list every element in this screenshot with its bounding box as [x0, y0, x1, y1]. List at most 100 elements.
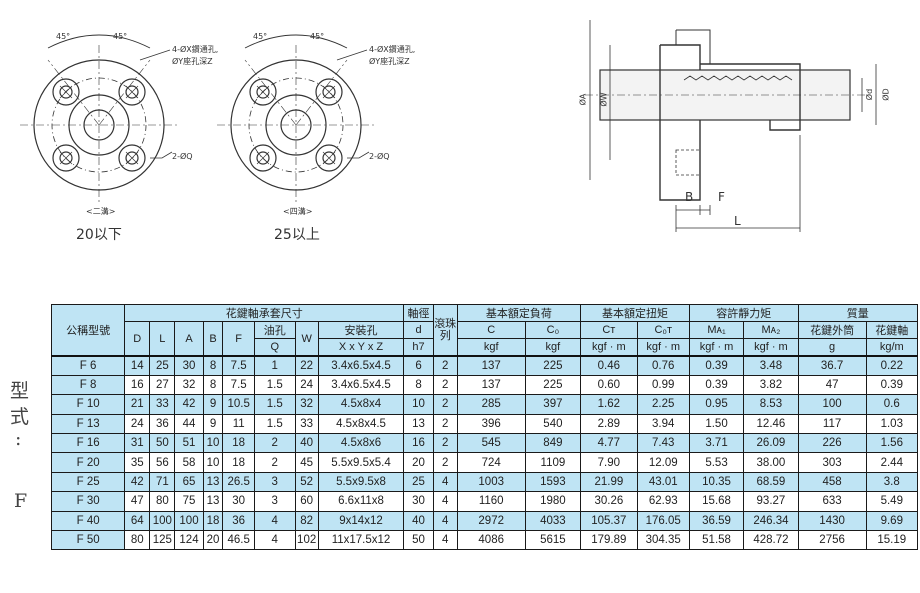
cell-shaft: 1.03: [865, 413, 919, 435]
cell-q: 1: [253, 355, 296, 376]
cell-shaft: 0.39: [865, 374, 919, 396]
cell-shaft: 1.56: [865, 433, 919, 454]
cell-shaft: 3.8: [865, 471, 919, 493]
col-F: F: [222, 321, 255, 357]
cell-q: 1.5: [253, 413, 296, 435]
cell-a: 75: [174, 491, 204, 512]
cell-ma2: 3.82: [743, 374, 799, 396]
cell-d: 40: [403, 510, 434, 532]
cell-xyz: 4.5x8x6: [317, 433, 405, 454]
cell-b: 13: [202, 491, 224, 512]
cell-ct: 1.62: [580, 394, 638, 415]
dim-b-label: B: [685, 190, 694, 204]
cell-ct: 0.46: [580, 355, 638, 376]
cell-c0: 1980: [524, 491, 582, 512]
cell-ma1: 15.68: [688, 491, 745, 512]
groove-tag-left: <二溝>: [86, 207, 116, 216]
dim-w-label: ØW: [599, 92, 609, 107]
unit-MA2: kgf · m: [743, 338, 799, 357]
type-label-char-1: 型: [10, 380, 30, 402]
angle-label-left-b: 45°: [113, 32, 128, 41]
cell-b: 8: [202, 355, 224, 376]
cell-ma2: 68.59: [743, 471, 799, 493]
cell-f: 18: [222, 433, 255, 454]
cell-n: 2: [432, 394, 458, 415]
cell-a: 32: [174, 374, 204, 396]
cell-model: F 25: [50, 471, 126, 493]
cell-b: 10: [202, 433, 224, 454]
cell-d: 25: [403, 471, 434, 493]
col-group-torque: 基本額定扭矩: [580, 304, 690, 322]
cell-d: 10: [403, 394, 434, 415]
unit-C0: kgf: [524, 338, 582, 357]
col-MA2: Mᴀ₂: [743, 321, 799, 339]
col-group-mass: 質量: [797, 304, 919, 322]
cell-w: 60: [294, 491, 319, 512]
col-group-shaft: 軸徑: [403, 304, 434, 322]
cell-b: 8: [202, 374, 224, 396]
cell-ct: 21.99: [580, 471, 638, 493]
cell-f: 11: [222, 413, 255, 435]
cell-d: 14: [124, 355, 151, 376]
cell-w: 52: [294, 471, 319, 493]
cell-ct: 0.60: [580, 374, 638, 396]
col-C: C: [456, 321, 526, 339]
cell-ma1: 5.53: [688, 452, 745, 473]
spline-spec-table: 公稱型號 花鍵軸承套尺寸 軸徑 滾珠列 基本額定負荷 基本額定扭矩 容許靜力矩 …: [50, 304, 919, 551]
unit-CT: kgf · m: [580, 338, 638, 357]
cell-shaft: 5.49: [865, 491, 919, 512]
cell-xyz: 9x14x12: [317, 510, 405, 532]
cell-q: 2: [253, 452, 296, 473]
cell-c0t: 176.05: [636, 510, 690, 532]
cell-l: 125: [149, 530, 176, 551]
cell-d: 21: [124, 394, 151, 415]
cell-outer: 226: [797, 433, 867, 454]
cell-ct: 2.89: [580, 413, 638, 435]
cell-b: 20: [202, 530, 224, 551]
cell-f: 18: [222, 452, 255, 473]
cell-model: F 16: [50, 433, 126, 454]
cell-n: 2: [432, 433, 458, 454]
cell-xyz: 5.5x9.5x8: [317, 471, 405, 493]
pin-note-left: 2-ØQ: [172, 152, 193, 161]
cell-c0: 1109: [524, 452, 582, 473]
col-oil-sub: Q: [253, 338, 296, 357]
cell-c0t: 304.35: [636, 530, 690, 551]
dim-d-big-label: ØD: [881, 88, 891, 101]
unit-shaft: kg/m: [865, 338, 919, 357]
cell-c: 396: [456, 413, 526, 435]
type-label-char-2: 式: [10, 406, 30, 428]
cell-c: 137: [456, 374, 526, 396]
cell-a: 100: [174, 510, 204, 532]
cell-d: 31: [124, 433, 151, 454]
cell-w: 33: [294, 413, 319, 435]
caption-left: 20以下: [76, 227, 122, 243]
cell-ma1: 36.59: [688, 510, 745, 532]
cell-c0: 397: [524, 394, 582, 415]
cell-l: 33: [149, 394, 176, 415]
cell-d: 80: [124, 530, 151, 551]
cell-f: 7.5: [222, 374, 255, 396]
cell-outer: 633: [797, 491, 867, 512]
cell-c0t: 2.25: [636, 394, 690, 415]
cell-shaft: 2.44: [865, 452, 919, 473]
cell-l: 27: [149, 374, 176, 396]
cell-c0: 540: [524, 413, 582, 435]
cell-ct: 105.37: [580, 510, 638, 532]
cell-b: 9: [202, 394, 224, 415]
cell-c: 724: [456, 452, 526, 473]
cell-d: 64: [124, 510, 151, 532]
col-C0T: C₀ᴛ: [636, 321, 690, 339]
cell-c0: 225: [524, 374, 582, 396]
cell-outer: 303: [797, 452, 867, 473]
cell-xyz: 3.4x6.5x4.5: [317, 374, 405, 396]
dim-l-label: L: [734, 214, 741, 228]
angle-label-right-b: 45°: [310, 32, 325, 41]
cell-d: 47: [124, 491, 151, 512]
cell-n: 2: [432, 413, 458, 435]
cell-d: 16: [124, 374, 151, 396]
